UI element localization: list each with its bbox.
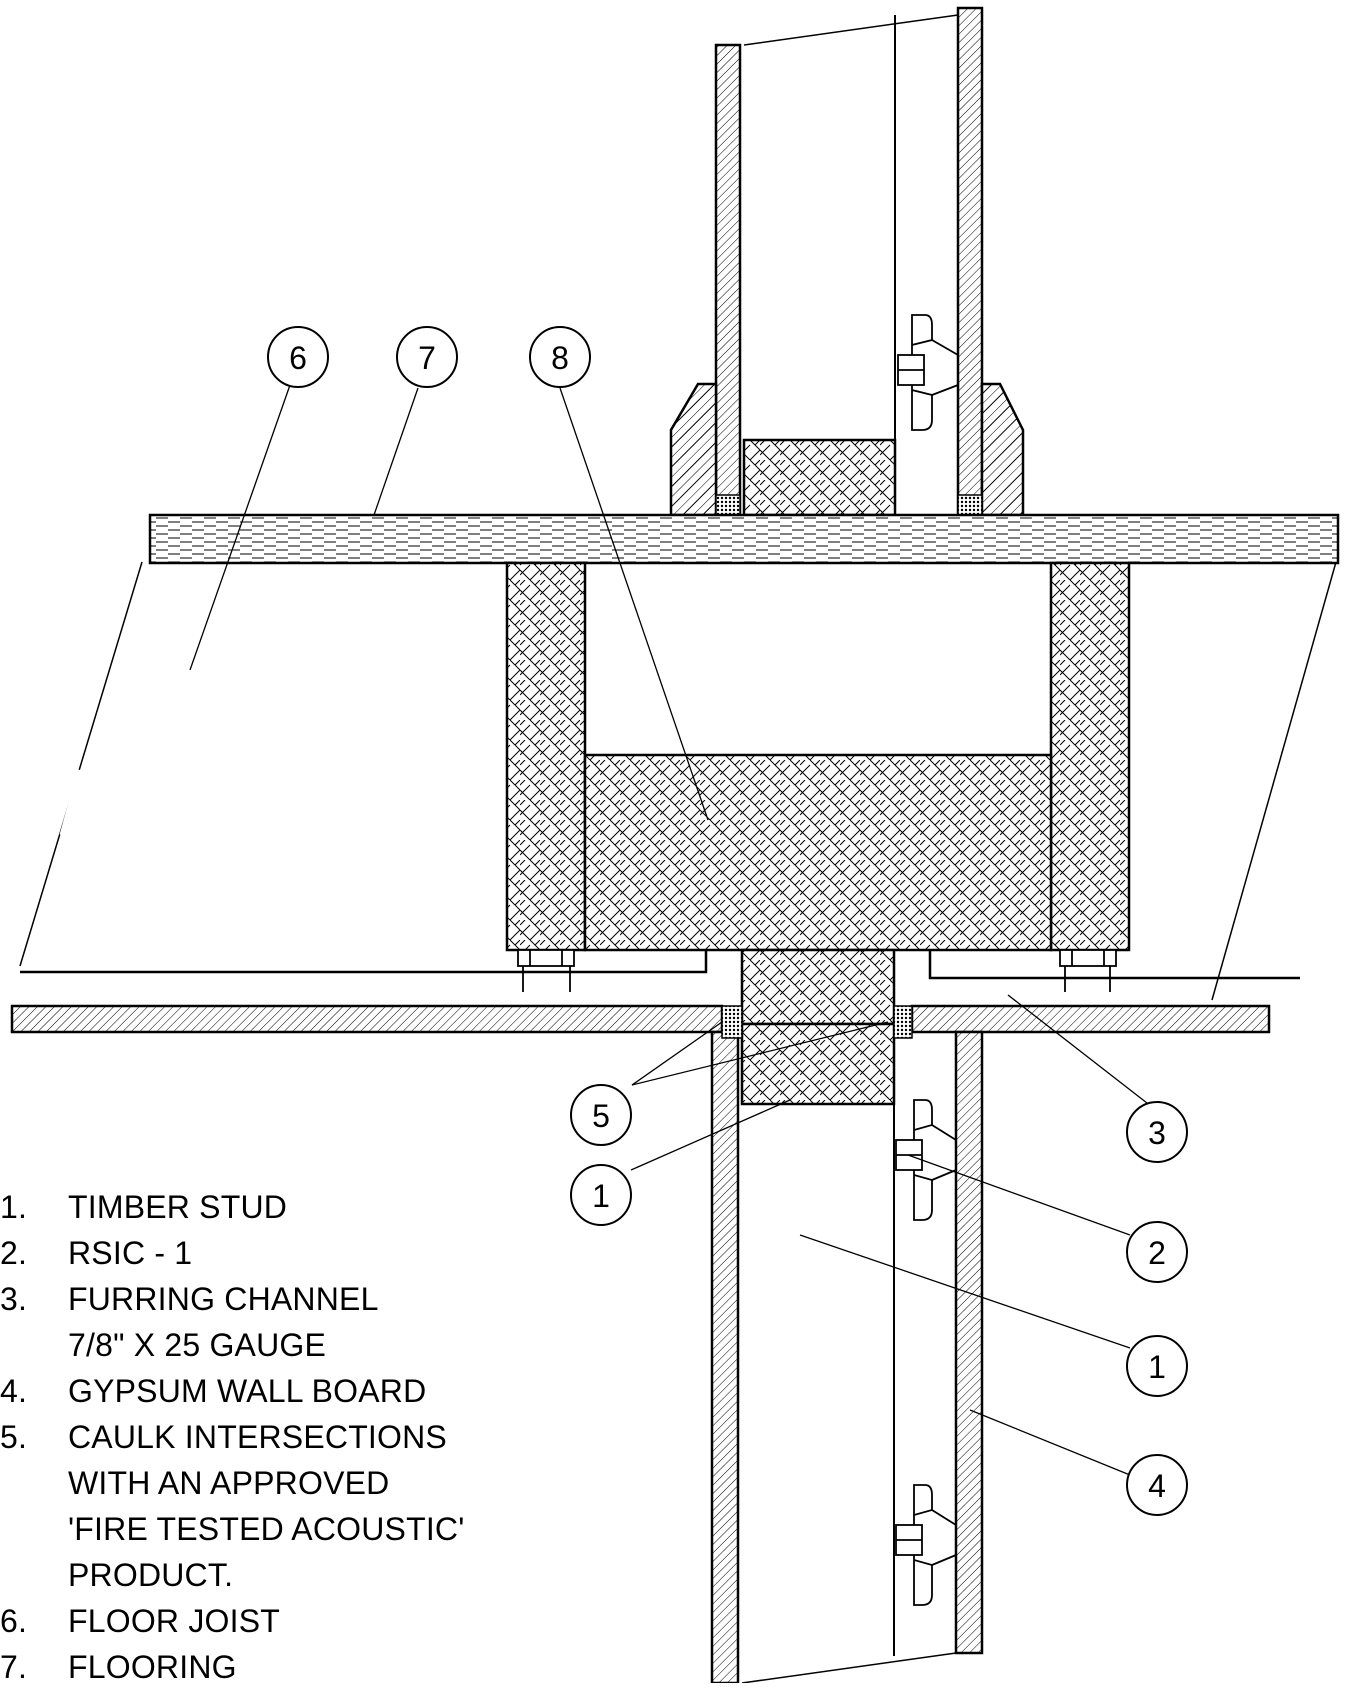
callout-3: 3 <box>1126 1101 1188 1163</box>
right-blocking-timber <box>1049 561 1131 952</box>
legend-number: 4. <box>0 1373 28 1409</box>
legend-number: 3. <box>0 1281 28 1317</box>
lower-wall <box>710 1005 984 1683</box>
upper-left-caulk <box>715 494 741 516</box>
svg-text:2: 2 <box>1148 1235 1166 1271</box>
svg-text:6: 6 <box>289 340 307 376</box>
legend-item: 4. GYPSUM WALL BOARD <box>0 1368 560 1414</box>
callout-2: 2 <box>1126 1221 1188 1283</box>
callout-1b: 1 <box>1126 1335 1188 1397</box>
legend-text: CAULK INTERSECTIONS WITH AN APPROVED 'FI… <box>68 1419 465 1593</box>
legend-number: 5. <box>0 1419 28 1455</box>
callout-6: 6 <box>267 326 329 388</box>
legend-number: 6. <box>0 1603 28 1639</box>
lower-left-caulk <box>721 1005 743 1039</box>
upper-wall-right-board <box>956 6 984 517</box>
callout-7: 7 <box>396 326 458 388</box>
legend-item: 5. CAULK INTERSECTIONS WITH AN APPROVED … <box>0 1414 560 1598</box>
left-blocking-timber <box>505 561 587 952</box>
left-ceiling-clip <box>517 949 575 992</box>
svg-text:1: 1 <box>1148 1349 1166 1385</box>
lower-wall-right-board <box>954 1030 984 1655</box>
svg-text:5: 5 <box>592 1098 610 1134</box>
legend-item: 2. RSIC - 1 <box>0 1230 560 1276</box>
legend: 1. TIMBER STUD 2. RSIC - 1 3. FURRING CH… <box>0 1184 560 1690</box>
lower-plate-bottom <box>740 1022 896 1106</box>
svg-text:7: 7 <box>418 340 436 376</box>
legend-item: 3. FURRING CHANNEL 7/8" X 25 GAUGE <box>0 1276 560 1368</box>
legend-number: 7. <box>0 1649 28 1685</box>
upper-left-wedge <box>669 382 718 517</box>
svg-text:4: 4 <box>1148 1468 1166 1504</box>
legend-number: 2. <box>0 1235 28 1271</box>
leader-lines <box>189 384 1157 1476</box>
flooring-layer <box>148 513 1340 565</box>
legend-item: 7. FLOORING <box>0 1644 560 1690</box>
ceiling-assembly <box>10 949 1300 1034</box>
upper-timber-plate <box>742 438 897 517</box>
lower-wall-left-board <box>710 1030 740 1683</box>
legend-item: 1. TIMBER STUD <box>0 1184 560 1230</box>
blocking <box>505 561 1131 1026</box>
lower-rsic-clip-1 <box>895 1099 957 1221</box>
callout-8: 8 <box>529 326 591 388</box>
legend-text: TIMBER STUD <box>68 1189 288 1225</box>
svg-text:1: 1 <box>592 1178 610 1214</box>
upper-right-wedge <box>980 382 1025 517</box>
lower-plate-top <box>740 948 896 1026</box>
upper-wall <box>669 6 1025 517</box>
callout-1a: 1 <box>570 1164 632 1226</box>
svg-text:3: 3 <box>1148 1115 1166 1151</box>
legend-text: FURRING CHANNEL 7/8" X 25 GAUGE <box>68 1281 379 1363</box>
upper-right-caulk <box>957 494 983 516</box>
right-ceiling-clip <box>1059 949 1117 992</box>
floor-joist <box>19 561 1337 1001</box>
legend-number: 1. <box>0 1189 28 1225</box>
callout-4: 4 <box>1126 1454 1188 1516</box>
lower-right-caulk <box>893 1005 913 1039</box>
legend-item: 6. FLOOR JOIST <box>0 1598 560 1644</box>
right-ceiling-board <box>910 1004 1271 1034</box>
lower-rsic-clip-2 <box>895 1484 957 1606</box>
upper-wall-left-board <box>714 43 742 517</box>
svg-text:8: 8 <box>551 340 569 376</box>
centre-blocking-timber <box>583 753 1053 952</box>
left-ceiling-board <box>10 1004 724 1034</box>
callout-5: 5 <box>570 1084 632 1146</box>
legend-text: FLOORING <box>68 1649 237 1685</box>
legend-text: RSIC - 1 <box>68 1235 193 1271</box>
upper-rsic-clip <box>897 314 959 431</box>
legend-text: GYPSUM WALL BOARD <box>68 1373 427 1409</box>
legend-text: FLOOR JOIST <box>68 1603 280 1639</box>
